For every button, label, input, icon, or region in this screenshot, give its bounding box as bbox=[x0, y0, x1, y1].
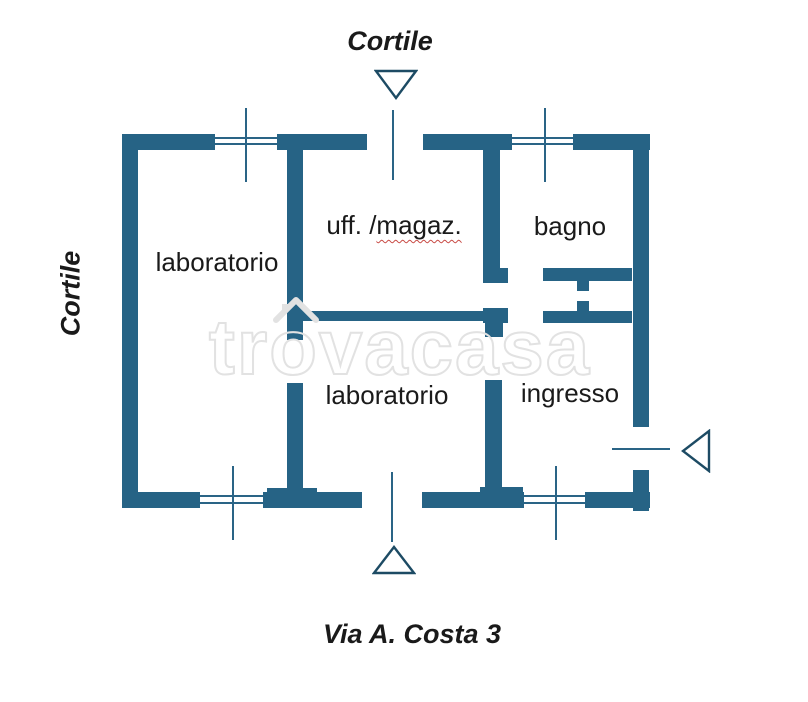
watermark-text: trovacasa bbox=[208, 302, 592, 392]
wall-center-horizontal bbox=[303, 311, 483, 321]
window-bottom-left-cross bbox=[232, 466, 234, 540]
wall-left-outer bbox=[122, 134, 138, 508]
entrance-arrow-bottom-icon bbox=[372, 545, 416, 575]
label-room-ingresso: ingresso bbox=[520, 378, 620, 408]
label-room-uff-magaz: uff. /magaz. bbox=[294, 211, 494, 240]
entrance-arrow-top-icon bbox=[374, 69, 418, 100]
wall-ingresso-top bbox=[543, 311, 632, 323]
label-room-laboratorio-bottom: laboratorio bbox=[325, 380, 449, 410]
wall-bottom-segment-1 bbox=[122, 492, 200, 508]
window-top-right-line-a bbox=[512, 137, 573, 139]
window-bottom-right-cross bbox=[555, 466, 557, 540]
window-bottom-right-line-a bbox=[524, 495, 585, 497]
window-top-left-cross bbox=[245, 108, 247, 182]
label-address: Via A. Costa 3 bbox=[322, 619, 502, 649]
wall-mid-left-foot bbox=[267, 488, 317, 508]
label-uff-prefix: uff. / bbox=[326, 210, 377, 240]
wall-bottom-segment-4 bbox=[585, 492, 650, 508]
wall-right-upper bbox=[633, 134, 649, 427]
wall-top-segment-2 bbox=[277, 134, 367, 150]
label-room-laboratorio-left: laboratorio bbox=[155, 247, 279, 277]
entrance-arrow-right-icon bbox=[681, 429, 711, 473]
wall-center-vertical-lower bbox=[485, 380, 502, 492]
wall-tab-center-upper bbox=[500, 268, 508, 283]
door-line-right-entrance bbox=[612, 448, 670, 450]
window-top-right-line-b bbox=[512, 143, 573, 145]
window-top-right-cross bbox=[544, 108, 546, 182]
wall-mid-left-upper bbox=[287, 150, 303, 340]
label-courtyard-top: Cortile bbox=[347, 26, 433, 56]
wall-center-stub bbox=[485, 323, 503, 337]
wall-tab-ingresso-door bbox=[577, 301, 589, 311]
wall-center-vertical-upper bbox=[483, 150, 500, 283]
wall-tab-bagno-door bbox=[577, 281, 589, 291]
wall-center-junction bbox=[483, 308, 508, 323]
window-bottom-left-line-b bbox=[200, 502, 263, 504]
watermark-house-roof-icon bbox=[273, 297, 319, 323]
label-room-bagno: bagno bbox=[533, 211, 607, 241]
wall-mid-left-lower bbox=[287, 383, 303, 492]
wall-top-segment-4 bbox=[573, 134, 650, 150]
window-bottom-right-line-b bbox=[524, 502, 585, 504]
wall-top-segment-3 bbox=[423, 134, 512, 150]
door-line-bottom-entrance bbox=[391, 472, 393, 542]
wall-bagno-bottom bbox=[543, 268, 632, 281]
wall-center-foot bbox=[480, 487, 523, 508]
door-line-top-entrance bbox=[392, 110, 394, 180]
wall-top-segment-1 bbox=[123, 134, 215, 150]
label-courtyard-left: Cortile bbox=[55, 250, 86, 337]
label-magaz-misspelled: magaz. bbox=[376, 210, 462, 240]
window-bottom-left-line-a bbox=[200, 495, 263, 497]
